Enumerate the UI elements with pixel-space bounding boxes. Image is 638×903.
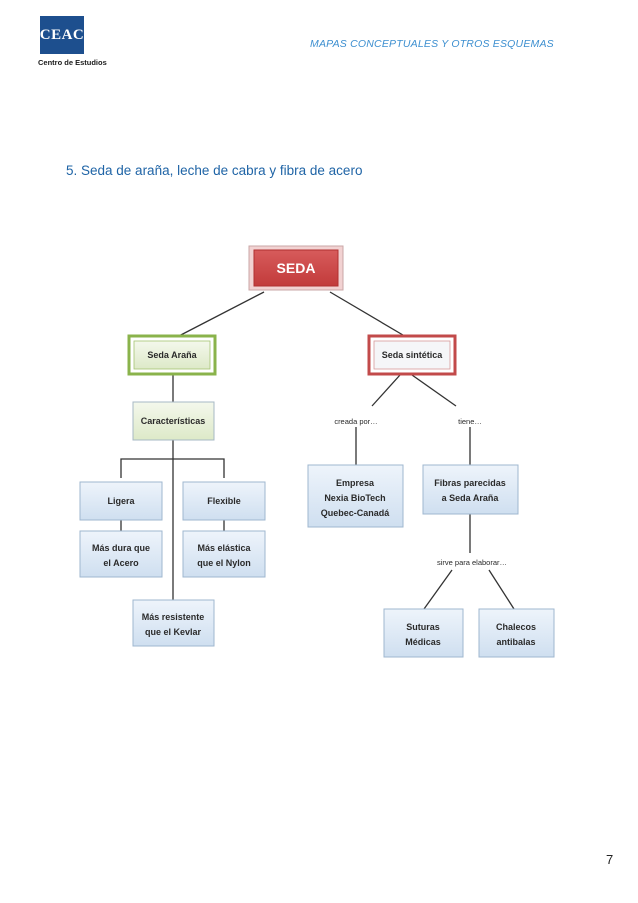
node-mas-resistente-line2: que el Kevlar: [145, 627, 202, 637]
connectors: [120, 291, 515, 610]
connector-seda-arana: [174, 291, 265, 339]
node-fibras: Fibras parecidas a Seda Araña: [422, 464, 519, 515]
connector-sintetica-tiene: [411, 374, 457, 407]
label-sirve-para-elaborar: sirve para elaborar…: [437, 558, 507, 567]
node-seda-label: SEDA: [277, 260, 316, 276]
node-flexible: Flexible: [182, 481, 266, 521]
connector-sirve-chalecos: [488, 569, 515, 610]
node-mas-dura: Más dura que el Acero: [79, 530, 163, 578]
node-seda-sintetica-label: Seda sintética: [382, 350, 444, 360]
connector-sintetica-creada: [371, 374, 401, 407]
node-empresa: Empresa Nexia BioTech Quebec-Canadá: [307, 464, 404, 528]
node-mas-dura-line2: el Acero: [103, 558, 139, 568]
node-chalecos-line1: Chalecos: [496, 622, 536, 632]
connector-caracteristicas-ligera-flexible: [120, 458, 225, 478]
node-mas-elastica-line2: que el Nylon: [197, 558, 251, 568]
node-empresa-line1: Empresa: [336, 478, 375, 488]
ceac-logo: CEAC: [40, 16, 84, 54]
node-seda-arana: Seda Araña: [127, 334, 217, 376]
header-title: MAPAS CONCEPTUALES Y OTROS ESQUEMAS: [310, 38, 554, 50]
node-suturas-line1: Suturas: [406, 622, 440, 632]
page-number: 7: [606, 852, 614, 867]
connector-seda-sintetica: [329, 291, 409, 339]
node-empresa-line2: Nexia BioTech: [324, 493, 385, 503]
node-mas-elastica-line1: Más elástica: [197, 543, 251, 553]
node-empresa-line3: Quebec-Canadá: [321, 508, 391, 518]
node-fibras-line1: Fibras parecidas: [434, 478, 506, 488]
node-suturas-line2: Médicas: [405, 637, 441, 647]
label-tiene: tiene…: [458, 417, 482, 426]
label-creada-por: creada por…: [334, 417, 377, 426]
node-ligera-label: Ligera: [107, 496, 135, 506]
node-seda-arana-label: Seda Araña: [147, 350, 197, 360]
node-seda-sintetica: Seda sintética: [367, 334, 457, 376]
node-fibras-line2: a Seda Araña: [442, 493, 500, 503]
logo-subtitle: Centro de Estudios: [38, 58, 107, 67]
node-flexible-label: Flexible: [207, 496, 241, 506]
node-mas-resistente-line1: Más resistente: [142, 612, 205, 622]
node-seda: SEDA: [248, 245, 344, 291]
node-mas-elastica: Más elástica que el Nylon: [182, 530, 266, 578]
section-title: 5. Seda de araña, leche de cabra y fibra…: [66, 163, 363, 178]
node-caracteristicas-label: Características: [141, 416, 206, 426]
connector-sirve-suturas: [423, 569, 453, 610]
node-chalecos: Chalecos antibalas: [478, 608, 555, 658]
node-ligera: Ligera: [79, 481, 163, 521]
node-mas-dura-line1: Más dura que: [92, 543, 150, 553]
node-suturas: Suturas Médicas: [383, 608, 464, 658]
node-mas-resistente: Más resistente que el Kevlar: [132, 599, 215, 647]
node-chalecos-line2: antibalas: [496, 637, 535, 647]
node-caracteristicas: Características: [132, 401, 215, 441]
